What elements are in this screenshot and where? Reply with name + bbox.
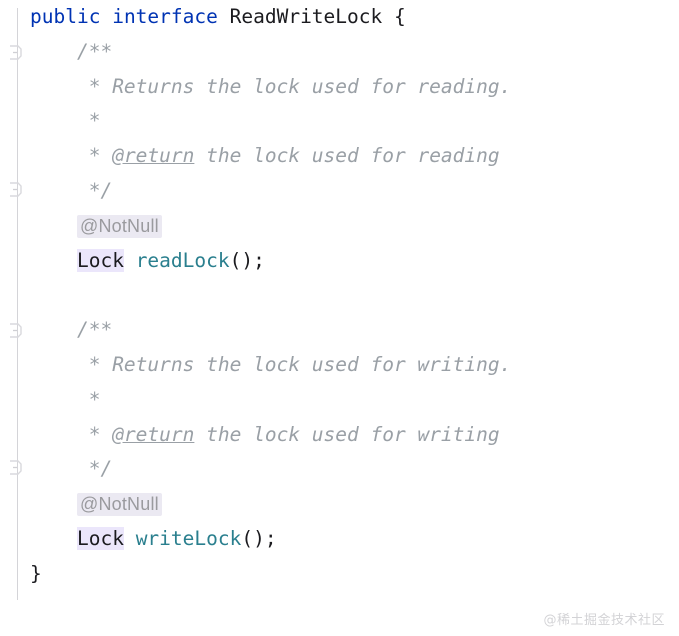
code-indent: [30, 388, 77, 411]
editor-gutter[interactable]: [0, 0, 22, 636]
code-indent: [30, 249, 77, 272]
token-type-highlight: Lock: [76, 248, 124, 272]
code-line[interactable]: * @return the lock used for reading: [22, 139, 679, 174]
code-line[interactable]: [22, 278, 679, 313]
code-indent: [30, 214, 77, 237]
code-line[interactable]: */: [22, 174, 679, 209]
token-comment: *: [76, 144, 113, 168]
code-line[interactable]: Lock readLock();: [22, 244, 679, 279]
token-plain: [218, 5, 230, 28]
token-comment: */: [76, 178, 113, 202]
watermark: @稀土掘金技术社区: [543, 613, 665, 628]
fold-expand-icon[interactable]: [9, 323, 22, 349]
code-line[interactable]: @NotNull: [22, 209, 679, 244]
fold-collapse-icon[interactable]: [9, 172, 22, 198]
code-indent: [30, 75, 77, 98]
token-javadoc-tag[interactable]: @return: [112, 144, 195, 168]
token-plain: ();: [241, 526, 277, 550]
code-line[interactable]: Lock writeLock();: [22, 522, 679, 557]
code-indent: [30, 353, 77, 376]
code-line[interactable]: public interface ReadWriteLock {: [22, 0, 679, 35]
token-method-name: writeLock: [135, 526, 242, 550]
code-line[interactable]: /**: [22, 35, 679, 70]
token-keyword: public: [30, 5, 101, 28]
token-comment: * Returns the lock used for reading.: [76, 74, 512, 98]
token-inlay-hint: @NotNull: [76, 214, 162, 238]
token-comment: /**: [76, 318, 113, 342]
code-indent: [30, 144, 77, 167]
code-line[interactable]: @NotNull: [22, 487, 679, 522]
token-comment: the lock used for reading: [194, 144, 500, 168]
token-comment: *: [76, 387, 101, 411]
token-comment: /**: [76, 39, 113, 63]
code-indent: [30, 109, 77, 132]
fold-expand-icon[interactable]: [9, 45, 22, 71]
token-plain: [124, 527, 136, 550]
token-comment: * Returns the lock used for writing.: [76, 352, 512, 376]
token-plain: [124, 249, 136, 272]
code-line[interactable]: */: [22, 452, 679, 487]
token-plain: }: [30, 561, 42, 585]
code-indent: [30, 457, 77, 480]
code-line[interactable]: *: [22, 104, 679, 139]
code-indent: [30, 527, 77, 550]
code-line[interactable]: /**: [22, 313, 679, 348]
code-indent: [30, 40, 77, 63]
code-content[interactable]: public interface ReadWriteLock { /** * R…: [22, 0, 679, 636]
token-comment: the lock used for writing: [194, 422, 500, 446]
token-inlay-hint: @NotNull: [76, 493, 162, 517]
code-line[interactable]: * Returns the lock used for writing.: [22, 348, 679, 383]
token-plain: ();: [229, 248, 265, 272]
token-javadoc-tag[interactable]: @return: [112, 422, 195, 446]
code-line[interactable]: * Returns the lock used for reading.: [22, 70, 679, 105]
token-method-name: readLock: [135, 248, 230, 272]
code-indent: [30, 318, 77, 341]
fold-collapse-icon[interactable]: [9, 450, 22, 476]
code-line[interactable]: * @return the lock used for writing: [22, 418, 679, 453]
token-type-highlight: Lock: [76, 526, 124, 550]
token-comment: *: [76, 109, 101, 133]
token-keyword: interface: [112, 5, 218, 28]
code-indent: [30, 492, 77, 515]
code-indent: [30, 423, 77, 446]
fold-guide-line: [17, 8, 18, 600]
token-plain: [100, 5, 112, 28]
token-comment: */: [76, 457, 113, 481]
code-line[interactable]: }: [22, 557, 679, 592]
token-class-name: ReadWriteLock: [229, 5, 383, 28]
code-line[interactable]: *: [22, 383, 679, 418]
code-indent: [30, 179, 77, 202]
token-comment: *: [76, 422, 113, 446]
token-plain: {: [382, 5, 406, 28]
